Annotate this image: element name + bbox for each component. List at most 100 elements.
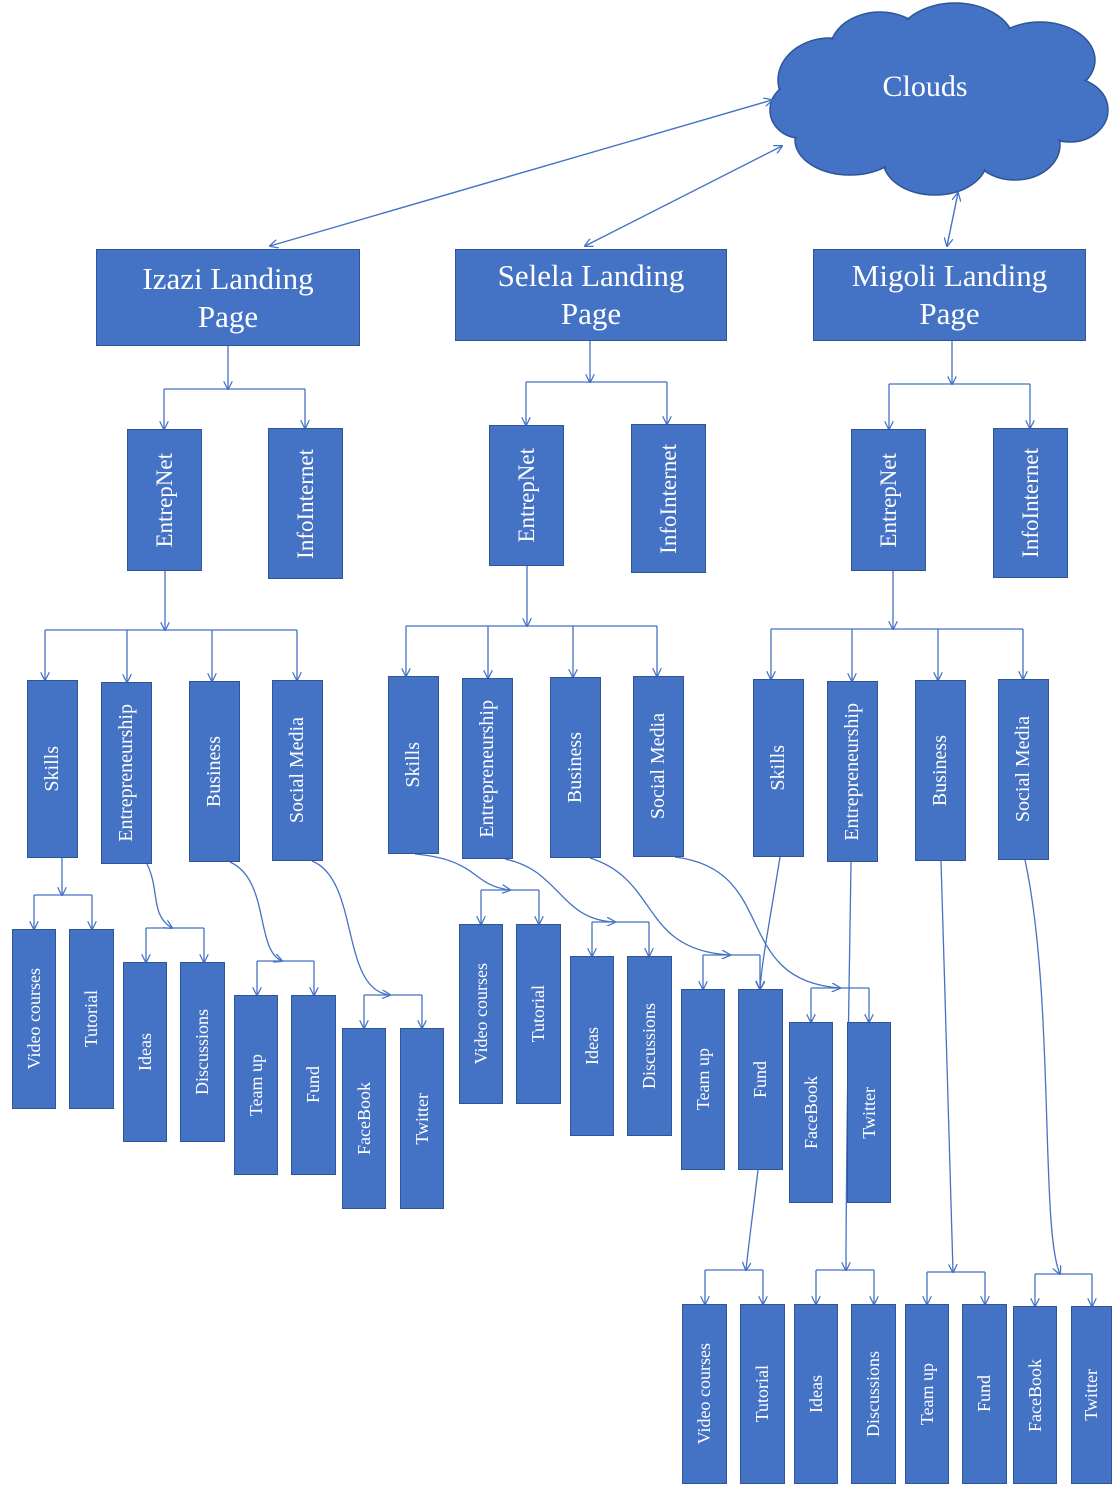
leaf-fund-izazi[interactable]: Fund <box>291 995 336 1175</box>
leaf-label: Tutorial <box>528 985 548 1043</box>
leaf-label: Discussions <box>192 1008 212 1095</box>
category-label: Social Media <box>286 717 308 824</box>
category-entrepreneurship-migoli[interactable]: Entrepreneurship <box>827 681 878 862</box>
leaf-discussions-migoli[interactable]: Discussions <box>851 1304 896 1484</box>
leaf-label: Discussions <box>863 1350 883 1437</box>
leaf-label: Fund <box>750 1060 770 1098</box>
leaf-tutorial-selela[interactable]: Tutorial <box>516 924 561 1104</box>
category-label: Business <box>203 735 225 808</box>
landing-title-line1: Izazi Landing <box>142 260 314 296</box>
leaf-label: FaceBook <box>800 1076 821 1149</box>
category-social-media-migoli[interactable]: Social Media <box>998 679 1049 860</box>
leaf-label: Team up <box>916 1362 937 1426</box>
leaf-ideas-izazi[interactable]: Ideas <box>123 962 167 1142</box>
category-business-migoli[interactable]: Business <box>915 680 966 861</box>
leaf-team-up-selela[interactable]: Team up <box>681 989 725 1170</box>
leaf-label: Team up <box>692 1048 713 1111</box>
entrepnet-label: EntrepNet <box>151 452 177 548</box>
leaf-fund-migoli[interactable]: Fund <box>962 1304 1007 1484</box>
category-label: Skills <box>41 746 63 792</box>
entrepnet-label: EntrepNet <box>513 448 539 543</box>
leaf-label: Twitter <box>411 1092 432 1145</box>
leaf-ideas-migoli[interactable]: Ideas <box>794 1304 838 1484</box>
leaf-team-up-izazi[interactable]: Team up <box>234 995 278 1175</box>
entrepnet-box-migoli[interactable]: EntrepNet <box>851 429 926 571</box>
cloud-label: Clouds <box>882 70 968 103</box>
landing-title-line2: Page <box>560 296 622 331</box>
leaf-tutorial-migoli[interactable]: Tutorial <box>740 1304 785 1484</box>
leaf-facebook-migoli[interactable]: FaceBook <box>1013 1306 1057 1484</box>
leaf-label: Team up <box>245 1053 266 1117</box>
leaf-team-up-migoli[interactable]: Team up <box>905 1304 949 1484</box>
category-business-selela[interactable]: Business <box>550 677 601 858</box>
leaf-fund-selela[interactable]: Fund <box>738 989 783 1170</box>
category-skills-migoli[interactable]: Skills <box>753 679 804 857</box>
connector-line <box>589 857 730 955</box>
infointernet-box-izazi[interactable]: InfoInternet <box>268 428 343 579</box>
category-label: Entrepreneurship <box>841 702 863 841</box>
category-label: Entrepreneurship <box>115 704 137 842</box>
connector-line <box>504 858 615 922</box>
connector-line <box>1024 859 1060 1274</box>
category-entrepreneurship-selela[interactable]: Entrepreneurship <box>462 678 513 859</box>
category-label: Business <box>929 734 951 807</box>
category-business-izazi[interactable]: Business <box>189 681 240 862</box>
connector-line <box>146 863 172 928</box>
category-social-media-selela[interactable]: Social Media <box>633 676 684 857</box>
leaf-discussions-izazi[interactable]: Discussions <box>180 962 225 1142</box>
leaf-label: Fund <box>974 1375 994 1413</box>
entrepnet-box-selela[interactable]: EntrepNet <box>489 425 564 566</box>
category-social-media-izazi[interactable]: Social Media <box>272 680 323 861</box>
connector-line <box>414 853 510 890</box>
connector-line <box>674 856 840 988</box>
connector-line <box>746 1169 759 1270</box>
tree-connectors <box>34 341 1092 1306</box>
infointernet-box-migoli[interactable]: InfoInternet <box>993 428 1068 578</box>
category-label: Skills <box>402 742 424 788</box>
leaf-twitter-migoli[interactable]: Twitter <box>1071 1306 1112 1484</box>
landing-title-line1: Selela Landing <box>497 258 685 293</box>
connector-line <box>311 860 390 995</box>
category-entrepreneurship-izazi[interactable]: Entrepreneurship <box>101 682 152 864</box>
leaf-label: FaceBook <box>1024 1358 1045 1432</box>
entrepnet-box-izazi[interactable]: EntrepNet <box>127 429 202 571</box>
leaf-label: Tutorial <box>81 990 101 1048</box>
infointernet-label: InfoInternet <box>292 448 318 559</box>
leaf-label: Ideas <box>581 1027 602 1065</box>
leaf-twitter-izazi[interactable]: Twitter <box>400 1028 444 1209</box>
leaf-label: Ideas <box>805 1375 826 1413</box>
category-label: Social Media <box>1012 716 1034 823</box>
leaf-twitter-selela[interactable]: Twitter <box>847 1022 891 1203</box>
landing-title-line1: Migoli Landing <box>851 258 1048 293</box>
leaf-label: Tutorial <box>752 1365 772 1423</box>
leaf-video-courses-izazi[interactable]: Video courses <box>12 929 56 1109</box>
infointernet-label: InfoInternet <box>655 443 681 554</box>
leaf-label: Discussions <box>639 1002 659 1089</box>
leaf-label: FaceBook <box>353 1082 374 1155</box>
leaf-facebook-selela[interactable]: FaceBook <box>789 1022 833 1203</box>
leaf-video-courses-migoli[interactable]: Video courses <box>682 1304 727 1484</box>
cloud-connectors <box>270 100 958 246</box>
category-label: Entrepreneurship <box>476 699 498 838</box>
leaf-label: Twitter <box>1081 1369 1101 1421</box>
category-skills-selela[interactable]: Skills <box>388 676 439 854</box>
leaf-video-courses-selela[interactable]: Video courses <box>459 924 503 1104</box>
leaf-label: Fund <box>303 1066 323 1104</box>
leaf-tutorial-izazi[interactable]: Tutorial <box>69 929 114 1109</box>
infointernet-box-selela[interactable]: InfoInternet <box>631 424 706 573</box>
leaf-label: Video courses <box>694 1343 714 1445</box>
entrepnet-label: EntrepNet <box>875 452 901 548</box>
leaf-discussions-selela[interactable]: Discussions <box>627 956 672 1136</box>
leaf-ideas-selela[interactable]: Ideas <box>570 956 614 1136</box>
category-label: Business <box>564 731 586 804</box>
category-skills-izazi[interactable]: Skills <box>27 680 78 858</box>
connector-line <box>760 856 781 989</box>
leaf-facebook-izazi[interactable]: FaceBook <box>342 1028 386 1209</box>
leaf-label: Ideas <box>134 1033 155 1071</box>
category-label: Social Media <box>647 713 669 820</box>
connector-line <box>940 860 953 1272</box>
